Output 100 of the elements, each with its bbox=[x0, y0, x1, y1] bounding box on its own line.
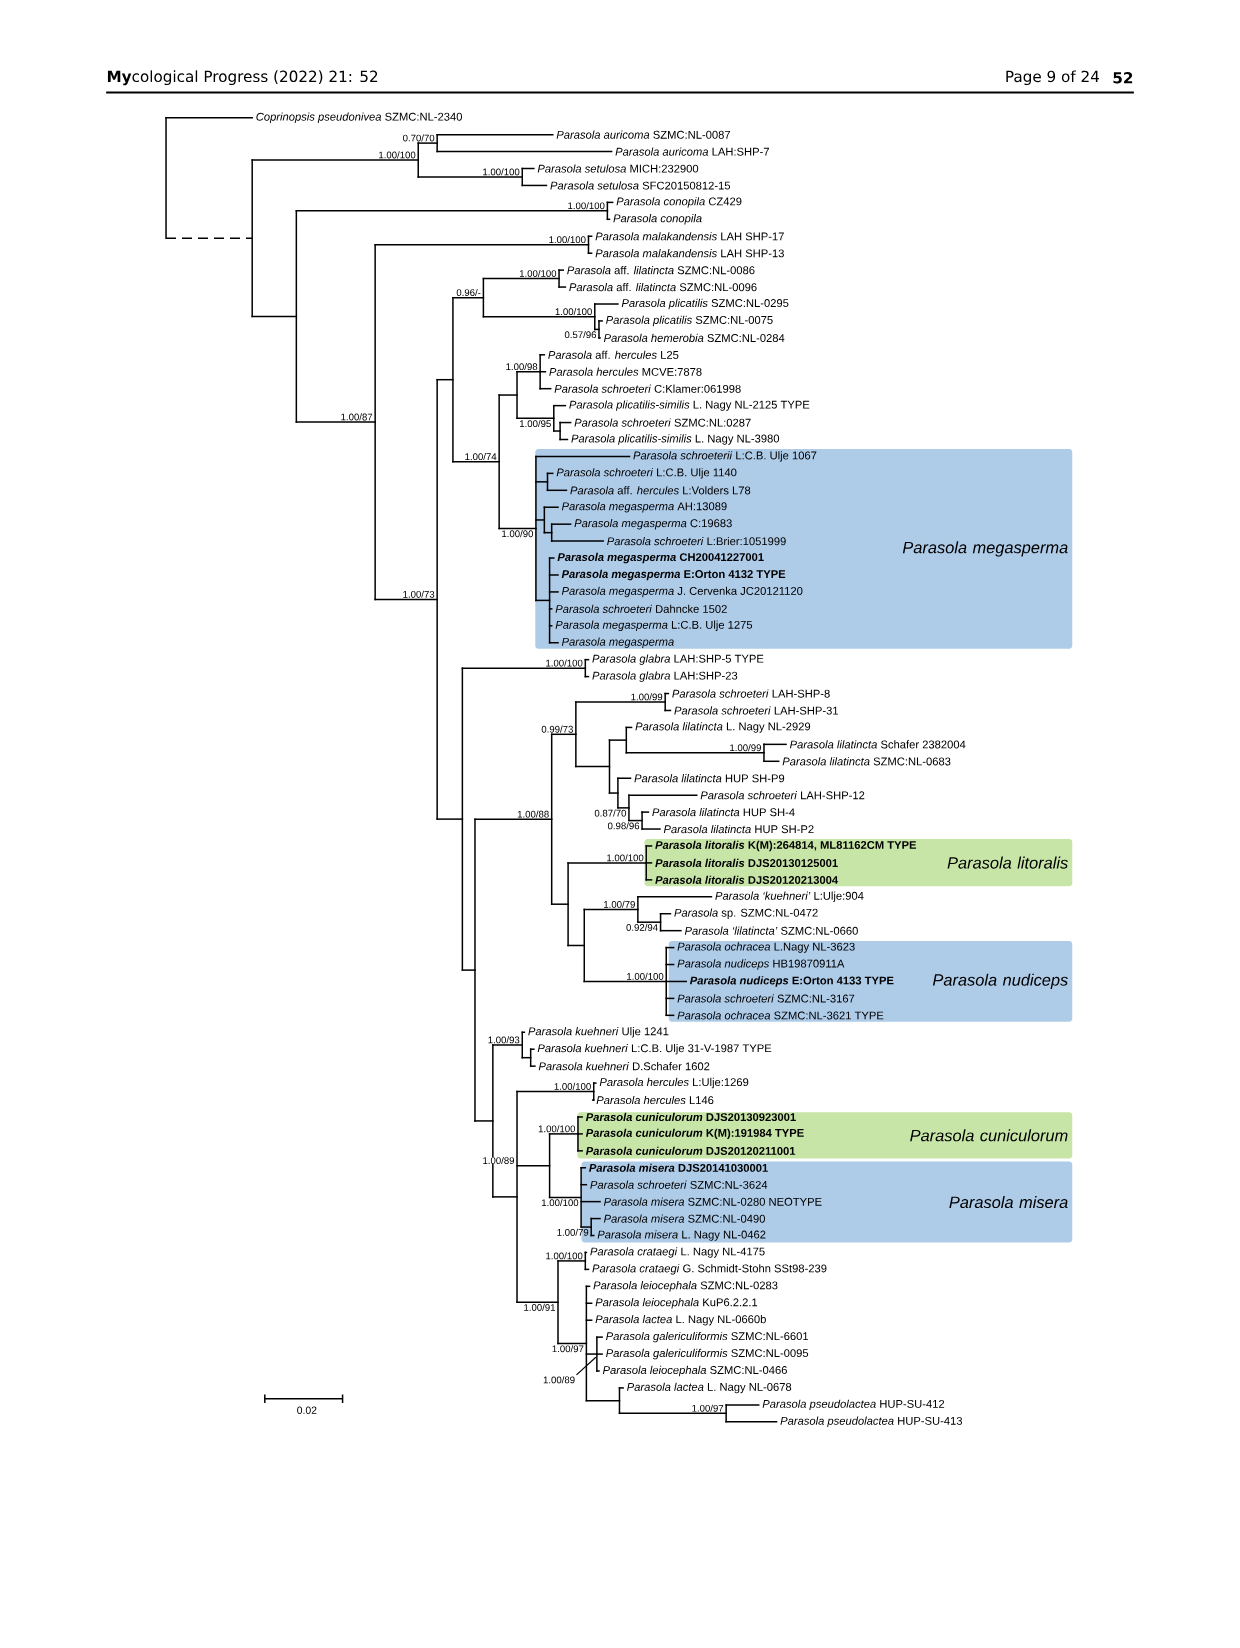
taxon-label: Parasola kuehneri L:C.B. Ulje 31-V-1987 TYPE bbox=[537, 1044, 772, 1055]
support-value: 1.00/95 bbox=[520, 420, 551, 428]
taxon-label: Parasola aff. hercules L25 bbox=[548, 350, 679, 359]
taxon-label: Parasola hercules MCVE:7878 bbox=[549, 367, 702, 376]
taxon-label: Parasola megasperma L:C.B. Ulje 1275 bbox=[555, 620, 753, 631]
taxon-label: Coprinopsis pseudonivea SZMC:NL-2340 bbox=[256, 112, 462, 123]
support-value: 1.00/93 bbox=[488, 1036, 520, 1044]
taxon-label: Parasola lilatincta HUP SH-4 bbox=[652, 808, 795, 817]
taxon-label: Parasola malakandensis LAH SHP-17 bbox=[595, 232, 784, 241]
support-value: 1.00/73 bbox=[403, 590, 435, 598]
taxon-label: Parasola misera SZMC:NL-0490 bbox=[603, 1214, 765, 1223]
taxon-label: Parasola ‘lilatincta’ SZMC:NL-0660 bbox=[684, 926, 858, 935]
taxon-label: Parasola hemerobia SZMC:NL-0284 bbox=[603, 333, 785, 342]
taxon-label: Parasola plicatilis SZMC:NL-0295 bbox=[621, 298, 789, 310]
taxon-label: Parasola megasperma E:Orton 4132 TYPE bbox=[561, 569, 786, 581]
taxon-label: Parasola lactea L. Nagy NL-0660b bbox=[595, 1314, 766, 1326]
taxon-label: Parasola auricoma LAH:SHP-7 bbox=[615, 147, 769, 156]
support-value: 1.00/90 bbox=[502, 530, 534, 538]
taxon-label: Parasola conopila bbox=[613, 214, 702, 225]
taxon-label: Parasola leiocephala SZMC:NL-0283 bbox=[593, 1281, 778, 1292]
taxon-label: Parasola crataegi L. Nagy NL-4175 bbox=[590, 1247, 765, 1258]
support-value: 0.92/94 bbox=[626, 923, 658, 931]
support-value: 1.00/100 bbox=[627, 972, 664, 980]
taxon-label: Parasola aff. hercules L:Volders L78 bbox=[570, 486, 751, 495]
taxon-label: Parasola lilatincta HUP SH-P2 bbox=[663, 824, 814, 834]
taxon-label: Parasola conopila CZ429 bbox=[616, 197, 742, 208]
support-value: 1.00/87 bbox=[341, 413, 373, 421]
taxon-label: Parasola sp. SZMC:NL-0472 bbox=[674, 908, 818, 919]
taxon-label: Parasola glabra LAH:SHP-5 TYPE bbox=[592, 654, 764, 665]
taxon-label: Parasola galericuliformis SZMC:NL-6601 bbox=[606, 1331, 809, 1343]
taxon-label: Parasola leiocephala KuP6.2.2.1 bbox=[595, 1298, 758, 1309]
taxon-label: Parasola schroeteri LAH-SHP-12 bbox=[700, 791, 865, 800]
taxon-label: Parasola lilatincta Schafer 2382004 bbox=[789, 740, 966, 749]
support-value: 1.00/97 bbox=[692, 1404, 724, 1412]
page-info: Page 9 of 24 bbox=[1006, 70, 1099, 86]
taxon-label: Parasola schroeteri LAH-SHP-31 bbox=[674, 706, 838, 715]
running-head: Mycological Progress (2022) 21: 52 bbox=[107, 70, 378, 86]
support-value: 0.99/73 bbox=[541, 725, 573, 733]
taxon-label: Parasola aff. lilatincta SZMC:NL-0086 bbox=[567, 266, 755, 275]
taxon-label: Parasola litoralis K(M):264814, ML81162CM TYPE bbox=[655, 840, 917, 852]
taxon-label: Parasola setulosa MICH:232900 bbox=[537, 164, 699, 173]
support-value: 1.00/97 bbox=[552, 1345, 584, 1353]
support-value: 1.00/100 bbox=[555, 308, 592, 316]
taxon-label: Parasola leiocephala SZMC:NL-0466 bbox=[602, 1365, 787, 1377]
taxon-label: Parasola hercules L:Ulje:1269 bbox=[599, 1077, 749, 1089]
support-value: 1.00/100 bbox=[568, 202, 605, 210]
support-value: 1.00/79 bbox=[604, 900, 635, 908]
taxon-label: Parasola malakandensis LAH SHP-13 bbox=[595, 249, 784, 258]
taxon-label: Parasola galericuliformis SZMC:NL-0095 bbox=[606, 1348, 809, 1360]
taxon-label: Parasola cuniculorum DJS20130923001 bbox=[585, 1112, 796, 1122]
taxon-label: Parasola schroeteri SZMC:NL-3624 bbox=[590, 1180, 768, 1189]
taxon-label: Parasola auricoma SZMC:NL-0087 bbox=[556, 130, 731, 139]
taxon-label: Parasola schroeterii L:C.B. Ulje 1067 bbox=[633, 451, 817, 462]
taxon-label: Parasola nudiceps E:Orton 4133 TYPE bbox=[689, 976, 894, 987]
taxon-label: Parasola cuniculorum K(M):191984 TYPE bbox=[585, 1128, 804, 1140]
taxon-label: Parasola glabra LAH:SHP-23 bbox=[592, 671, 738, 682]
taxon-label: Parasola kuehneri Ulje 1241 bbox=[528, 1027, 669, 1038]
taxon-label: Parasola plicatilis SZMC:NL-0075 bbox=[606, 315, 773, 327]
support-value: 1.00/100 bbox=[554, 1082, 591, 1090]
support-value: 0.98/96 bbox=[607, 822, 640, 830]
taxon-label: Parasola crataegi G. Schmidt-Stohn SSt98-239 bbox=[592, 1264, 827, 1275]
support-value: 1.00/100 bbox=[607, 854, 644, 862]
support-value: 1.00/89 bbox=[482, 1156, 515, 1164]
taxon-label: Parasola ochracea L.Nagy NL-3623 bbox=[677, 942, 855, 953]
taxon-label: Parasola misera SZMC:NL-0280 NEOTYPE bbox=[603, 1197, 822, 1206]
taxon-label: Parasola lilatincta SZMC:NL-0683 bbox=[782, 757, 951, 766]
support-value: 0.57/96 bbox=[564, 331, 597, 339]
taxon-label: Parasola pseudolactea HUP-SU-413 bbox=[780, 1416, 963, 1428]
taxon-label: Parasola lilatincta HUP SH-P9 bbox=[634, 774, 785, 783]
taxon-label: Parasola pseudolactea HUP-SU-412 bbox=[762, 1399, 945, 1411]
taxon-label: Parasola hercules L146 bbox=[596, 1095, 714, 1105]
taxon-label: Parasola schroeteri L:C.B. Ulje 1140 bbox=[556, 468, 737, 479]
taxon-label: Parasola schroeteri SZMC:NL-3167 bbox=[677, 994, 855, 1003]
support-value: 0.87/70 bbox=[594, 809, 627, 817]
taxon-label: Parasola schroeteri SZMC:NL:0287 bbox=[574, 418, 751, 427]
taxon-label: Parasola schroeteri L:Brier:1051999 bbox=[607, 537, 786, 546]
support-value: 1.00/100 bbox=[483, 168, 520, 176]
support-value: 1.00/98 bbox=[506, 363, 538, 371]
taxon-label: Parasola schroeteri C:Klamer:061998 bbox=[554, 384, 741, 393]
support-value: 1.00/74 bbox=[465, 453, 497, 461]
scale-bar-label: 0.02 bbox=[297, 1406, 317, 1414]
support-value: 1.00/99 bbox=[730, 744, 761, 752]
support-value: 1.00/100 bbox=[538, 1125, 576, 1133]
taxon-label: Parasola lactea L. Nagy NL-0678 bbox=[627, 1382, 792, 1394]
page-number: 52 bbox=[1113, 72, 1133, 84]
taxon-label: Parasola lilatincta L. Nagy NL-2929 bbox=[635, 722, 811, 733]
taxon-label: Parasola schroeteri LAH-SHP-8 bbox=[672, 689, 830, 698]
taxon-label: Parasola megasperma J. Cervenka JC20121120 bbox=[561, 586, 803, 598]
taxon-label: Parasola aff. lilatincta SZMC:NL-0096 bbox=[569, 282, 757, 292]
support-value: 1.00/100 bbox=[546, 1252, 583, 1260]
support-value: 0.70/70 bbox=[403, 134, 435, 142]
support-value: 1.00/100 bbox=[519, 269, 557, 277]
support-value: 1.00/89 bbox=[543, 1376, 575, 1384]
support-value: 1.00/100 bbox=[379, 151, 416, 159]
taxon-label: Parasola setulosa SFC20150812-15 bbox=[550, 181, 731, 190]
taxon-label: Parasola ochracea SZMC:NL-3621 TYPE bbox=[677, 1011, 884, 1020]
taxon-label: Parasola plicatilis-similis L. Nagy NL-3980 bbox=[571, 434, 780, 445]
taxon-label: Parasola megasperma CH20041227001 bbox=[557, 552, 764, 564]
taxon-label: Parasola ‘kuehneri’ L:Ulje:904 bbox=[715, 891, 864, 902]
taxon-label: Parasola misera L. Nagy NL-0462 bbox=[597, 1230, 766, 1241]
